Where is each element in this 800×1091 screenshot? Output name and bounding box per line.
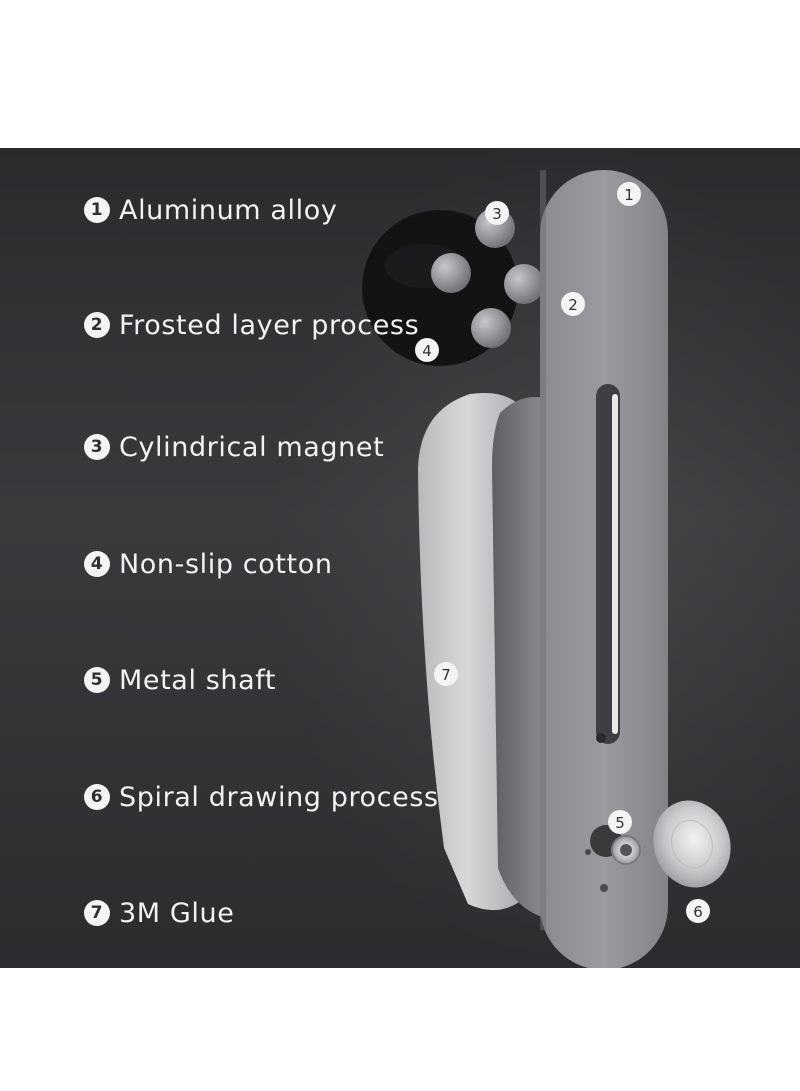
feature-metal-shaft: 5 Metal shaft xyxy=(84,662,276,698)
svg-text:7: 7 xyxy=(441,666,451,684)
spiral-knob xyxy=(653,800,731,888)
feature-non-slip-cotton: 4 Non-slip cotton xyxy=(84,546,333,582)
feature-number-badge: 3 xyxy=(84,434,110,460)
feature-number-badge: 1 xyxy=(84,197,110,223)
callout-1: 1 xyxy=(617,182,641,206)
feature-number-badge: 7 xyxy=(84,900,110,926)
svg-text:6: 6 xyxy=(693,903,703,921)
feature-number-badge: 2 xyxy=(84,312,110,338)
feature-number-badge: 4 xyxy=(84,551,110,577)
feature-label: Non-slip cotton xyxy=(119,548,333,580)
hinge-wedge xyxy=(492,397,545,918)
feature-label: Spiral drawing process xyxy=(119,781,439,813)
feature-3m-glue: 7 3M Glue xyxy=(84,895,234,931)
callout-3: 3 xyxy=(485,201,509,225)
feature-label: 3M Glue xyxy=(119,897,235,929)
callout-6: 6 xyxy=(686,899,710,923)
feature-number-badge: 5 xyxy=(84,667,110,693)
feature-frosted-layer: 2 Frosted layer process xyxy=(84,307,419,343)
svg-text:3: 3 xyxy=(492,205,502,223)
product-illustration: 1 2 3 4 5 6 7 xyxy=(362,170,731,968)
callout-4: 4 xyxy=(415,338,439,362)
feature-number-badge: 6 xyxy=(84,784,110,810)
callout-5: 5 xyxy=(608,810,632,834)
product-panel: 1 2 3 4 5 6 7 1 Aluminum alloy xyxy=(0,148,800,968)
svg-text:2: 2 xyxy=(568,296,578,314)
feature-spiral-drawing: 6 Spiral drawing process xyxy=(84,779,439,815)
feature-aluminum-alloy: 1 Aluminum alloy xyxy=(84,192,337,228)
svg-text:5: 5 xyxy=(615,814,625,832)
feature-cylindrical-magnet: 3 Cylindrical magnet xyxy=(84,429,384,465)
callout-2: 2 xyxy=(561,292,585,316)
callout-7: 7 xyxy=(434,662,458,686)
feature-label: Cylindrical magnet xyxy=(119,431,385,463)
feature-label: Aluminum alloy xyxy=(119,194,338,226)
svg-text:1: 1 xyxy=(624,186,634,204)
svg-text:4: 4 xyxy=(422,342,432,360)
feature-label: Metal shaft xyxy=(119,664,277,696)
magnets xyxy=(431,208,544,348)
feature-label: Frosted layer process xyxy=(119,309,420,341)
